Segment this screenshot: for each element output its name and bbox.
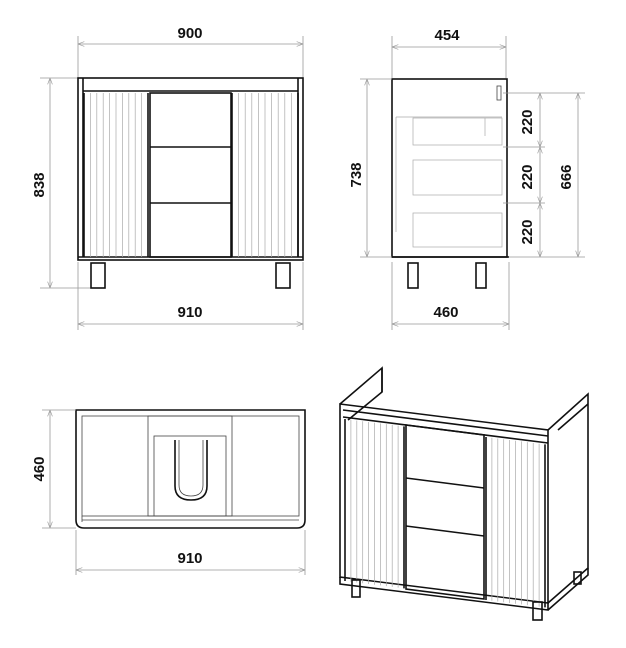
leg <box>90 262 106 289</box>
dimension-top-depth: 460 <box>31 456 48 481</box>
leg <box>475 262 487 289</box>
dimension-drawer-3: 220 <box>519 219 536 244</box>
dimension-drawer-2: 220 <box>519 164 536 189</box>
leg <box>407 262 419 289</box>
dimension-drawers-total: 666 <box>558 164 575 189</box>
isometric-view <box>339 366 589 621</box>
dimension-depth-top: 454 <box>434 27 460 44</box>
dimension-depth-bottom: 460 <box>433 304 458 321</box>
leg <box>275 262 291 289</box>
dimension-height-body: 738 <box>348 162 365 187</box>
side-view: 454 738 220 220 220 666 460 <box>348 27 585 330</box>
top-view: 460 910 <box>31 409 306 575</box>
dimension-height-total: 838 <box>31 172 48 197</box>
dimension-drawer-1: 220 <box>519 109 536 134</box>
dimension-width-bottom: 910 <box>177 304 202 321</box>
dimension-width-top: 900 <box>177 25 202 42</box>
drawer-stack <box>149 92 232 258</box>
front-view: 900 838 910 <box>31 25 304 330</box>
dimension-top-width: 910 <box>177 550 202 567</box>
